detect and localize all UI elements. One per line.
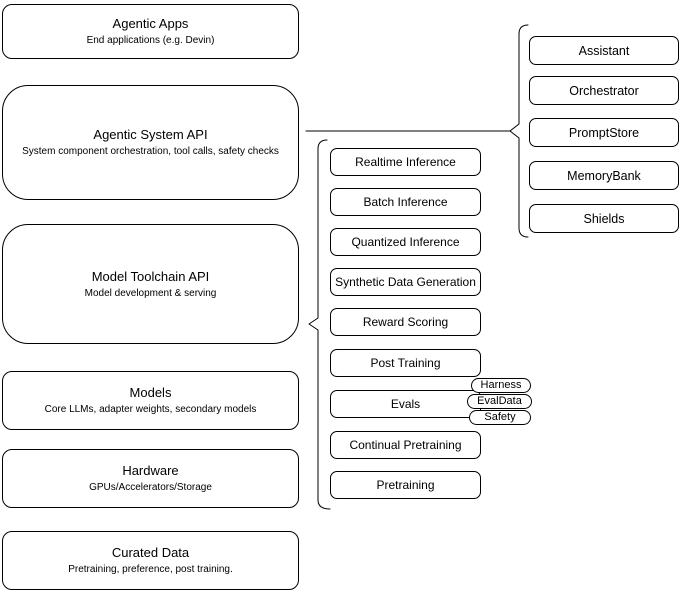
node-subtitle: GPUs/Accelerators/Storage (89, 482, 212, 493)
node-subtitle: Pretraining, preference, post training. (68, 564, 233, 575)
node-models: Models Core LLMs, adapter weights, secon… (2, 371, 299, 430)
node-title: Agentic Apps (112, 16, 189, 31)
component-memorybank: MemoryBank (529, 161, 679, 190)
node-hardware: Hardware GPUs/Accelerators/Storage (2, 449, 299, 508)
tag-evaldata: EvalData (467, 394, 532, 409)
tag-harness: Harness (471, 378, 531, 393)
service-reward-scoring: Reward Scoring (330, 308, 481, 336)
node-title: Model Toolchain API (91, 268, 210, 284)
service-synthetic-data-generation: Synthetic Data Generation (330, 268, 481, 296)
node-title: Models (129, 385, 172, 400)
component-orchestrator: Orchestrator (529, 76, 679, 105)
node-subtitle: System component orchestration, tool cal… (22, 146, 279, 157)
component-shields: Shields (529, 204, 679, 233)
node-title: Hardware (122, 463, 179, 478)
node-subtitle: Model development & serving (84, 287, 217, 299)
component-promptstore: PromptStore (529, 118, 679, 147)
node-title: Agentic System API (93, 127, 208, 142)
component-assistant: Assistant (529, 36, 679, 65)
service-pretraining: Pretraining (330, 471, 481, 499)
service-evals: Evals (330, 390, 481, 418)
node-curated-data: Curated Data Pretraining, preference, po… (2, 531, 299, 590)
node-agentic-apps: Agentic Apps End applications (e.g. Devi… (2, 4, 299, 59)
service-batch-inference: Batch Inference (330, 188, 481, 216)
node-model-toolchain-api: Model Toolchain API Model development & … (2, 224, 299, 344)
toolchain-services-bracket (308, 139, 331, 510)
service-post-training: Post Training (330, 349, 481, 377)
system-components-bracket (509, 24, 529, 238)
node-agentic-system-api: Agentic System API System component orch… (2, 85, 299, 200)
service-continual-pretraining: Continual Pretraining (330, 431, 481, 459)
service-realtime-inference: Realtime Inference (330, 148, 481, 176)
tag-safety: Safety (469, 410, 531, 425)
node-subtitle: Core LLMs, adapter weights, secondary mo… (44, 404, 257, 415)
node-subtitle: End applications (e.g. Devin) (86, 35, 215, 46)
service-quantized-inference: Quantized Inference (330, 228, 481, 256)
node-title: Curated Data (111, 545, 190, 560)
